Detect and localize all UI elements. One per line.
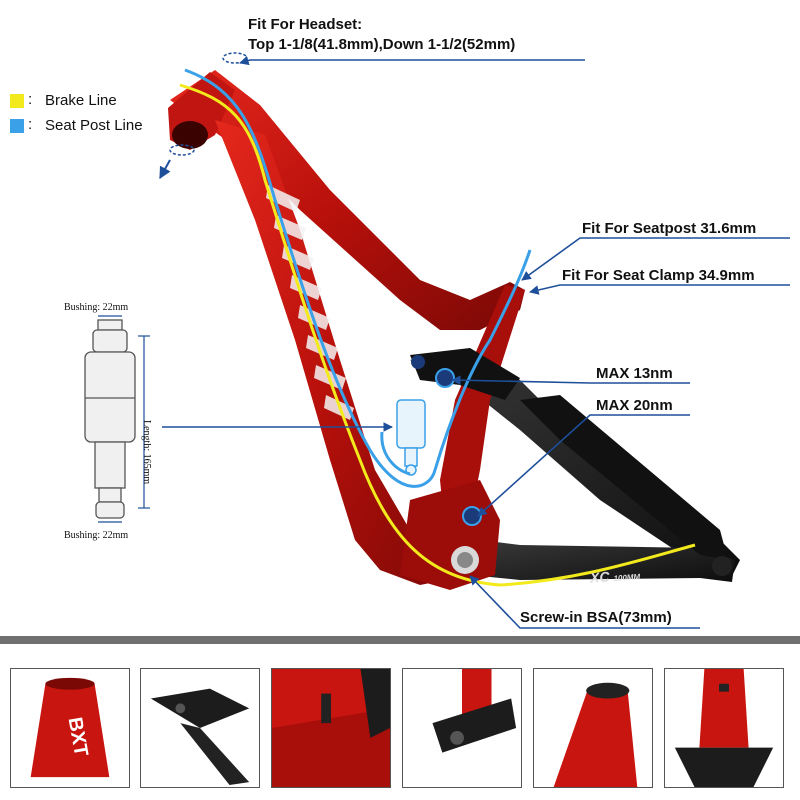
- legend-colon: :: [28, 116, 33, 133]
- callout-max13: MAX 13nm: [596, 365, 673, 382]
- brake-line: [179, 83, 696, 587]
- thumbnail-seat-clamp-closeup[interactable]: [664, 668, 784, 788]
- main-frame: [168, 70, 525, 590]
- frame-illustration: [84, 52, 790, 629]
- shock-bushing-top: Bushing: 22mm: [64, 302, 129, 313]
- rear-triangle: [410, 350, 740, 582]
- thumbnail-rear-triangle-closeup[interactable]: [140, 668, 260, 788]
- legend-seat-post-line: Seat Post Line: [45, 117, 143, 134]
- legend-colon: :: [28, 91, 33, 108]
- thumbnail-seat-tube-closeup[interactable]: [533, 668, 653, 788]
- shock-diagram: [84, 319, 136, 519]
- callout-max20: MAX 20nm: [596, 397, 673, 414]
- frame-model: XC: [589, 568, 611, 586]
- seat-post-line-swatch: [10, 119, 24, 133]
- brake-line-swatch: [10, 94, 24, 108]
- seat-post-line: [184, 68, 532, 488]
- section-divider: [0, 636, 800, 644]
- legend-brake-line: Brake Line: [45, 92, 117, 109]
- callout-seat-clamp: Fit For Seat Clamp 34.9mm: [562, 267, 755, 284]
- thumbnail-headtube-closeup[interactable]: BXT: [10, 668, 130, 788]
- thumbnail-bottom-bracket-closeup[interactable]: [271, 668, 391, 788]
- callout-bsa: Screw-in BSA(73mm): [520, 609, 672, 626]
- headset-sizes: Top 1-1/8(41.8mm),Down 1-1/2(52mm): [248, 36, 516, 53]
- headset-title: Fit For Headset:: [248, 16, 363, 33]
- shock-bushing-bottom: Bushing: 22mm: [64, 530, 129, 541]
- frame-shock-ghost: [396, 399, 426, 476]
- thumbnail-seatstay-pivot-closeup[interactable]: [402, 668, 522, 788]
- shock-length: Length: 165mm: [141, 420, 152, 485]
- frame-travel: 100MM: [613, 572, 641, 584]
- callout-seatpost: Fit For Seatpost 31.6mm: [582, 220, 757, 237]
